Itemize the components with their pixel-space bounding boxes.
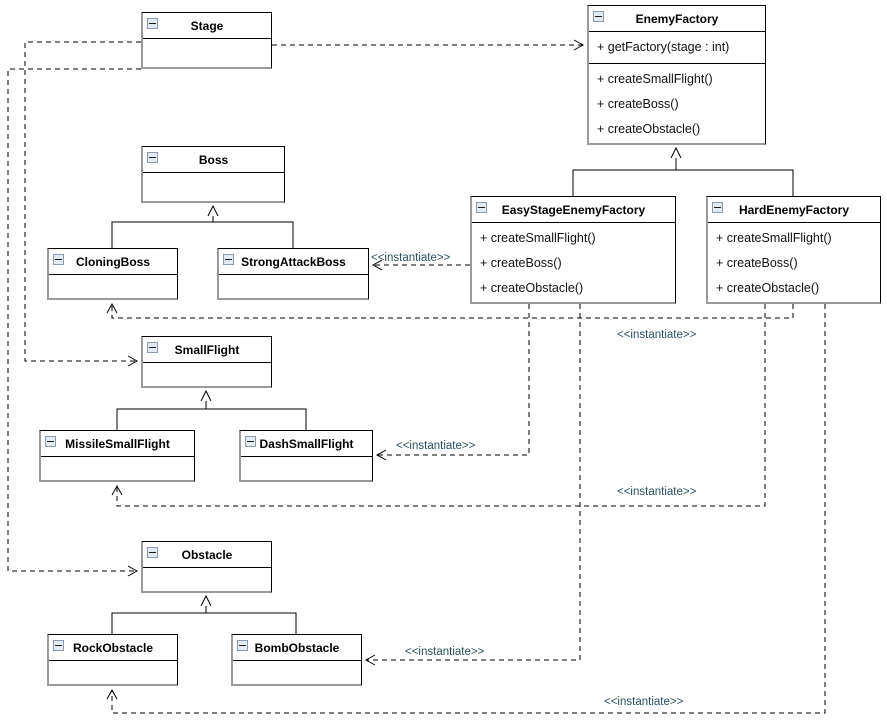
generalization-missilesmallflight-smallflight: [116, 408, 206, 430]
class-header-missilesmallflight: MissileSmallFlight: [41, 431, 194, 457]
class-compartment-operations-static: + getFactory(stage : int): [589, 32, 765, 63]
class-box-missilesmallflight[interactable]: MissileSmallFlight: [39, 430, 195, 482]
generalization-dashsmallflight-smallflight: [206, 408, 307, 430]
collapse-minus-icon[interactable]: [147, 18, 158, 29]
class-name-bombobstacle: BombObstacle: [254, 641, 340, 655]
class-box-easystageenemyfactory[interactable]: EasyStageEnemyFactory + createSmallFligh…: [470, 196, 676, 304]
edge-label-instantiate-rockobstacle: <<instantiate>>: [604, 696, 684, 708]
class-name-smallflight: SmallFlight: [174, 343, 240, 357]
class-box-dashsmallflight[interactable]: DashSmallFlight: [239, 430, 373, 482]
class-header-bombobstacle: BombObstacle: [233, 635, 361, 661]
class-compartment-empty: [233, 661, 361, 691]
collapse-minus-icon[interactable]: [53, 254, 64, 265]
class-name-rockobstacle: RockObstacle: [72, 641, 154, 655]
collapse-minus-icon[interactable]: [245, 436, 256, 447]
class-compartment-operations: + createSmallFlight() + createBoss() + c…: [472, 223, 675, 304]
class-compartment-empty: [41, 457, 194, 487]
edge-label-instantiate-strongattackboss: <<instantiate>>: [371, 252, 451, 264]
class-member: + createObstacle(): [716, 281, 820, 295]
collapse-minus-icon[interactable]: [45, 436, 56, 447]
collapse-minus-icon[interactable]: [53, 640, 64, 651]
generalization-rockobstacle-obstacle: [111, 612, 206, 634]
class-member: + createObstacle(): [480, 281, 584, 295]
edge-label-instantiate-cloningboss: <<instantiate>>: [617, 329, 697, 341]
dependency-easyfactory-bombobstacle: [364, 304, 581, 666]
class-header-hardenemyfactory: HardEnemyFactory: [708, 197, 880, 223]
collapse-minus-icon[interactable]: [237, 640, 248, 651]
edge-label-instantiate-dashsmallflight: <<instantiate>>: [396, 440, 476, 452]
class-box-rockobstacle[interactable]: RockObstacle: [47, 634, 178, 686]
class-name-obstacle: Obstacle: [181, 548, 233, 562]
collapse-minus-icon[interactable]: [712, 202, 723, 213]
class-member: + createObstacle(): [597, 122, 701, 136]
class-box-hardenemyfactory[interactable]: HardEnemyFactory + createSmallFlight() +…: [706, 196, 881, 304]
class-compartment-empty: [49, 275, 177, 305]
generalization-hardenemyfactory-enemyfactory: [676, 169, 794, 196]
class-box-cloningboss[interactable]: CloningBoss: [47, 248, 178, 300]
class-compartment-empty: [143, 363, 271, 393]
edge-label-instantiate-bombobstacle: <<instantiate>>: [405, 646, 485, 658]
collapse-minus-icon[interactable]: [476, 202, 487, 213]
class-compartment-operations: + createSmallFlight() + createBoss() + c…: [708, 223, 880, 304]
class-name-enemyfactory: EnemyFactory: [635, 12, 719, 26]
edge-label-instantiate-missilesmallflight: <<instantiate>>: [617, 486, 697, 498]
class-member: + createBoss(): [597, 97, 679, 111]
collapse-minus-icon[interactable]: [147, 152, 158, 163]
class-box-strongattackboss[interactable]: StrongAttackBoss: [217, 248, 369, 300]
class-header-stage: Stage: [143, 13, 271, 39]
collapse-minus-icon[interactable]: [147, 547, 158, 558]
class-header-cloningboss: CloningBoss: [49, 249, 177, 275]
collapse-minus-icon[interactable]: [223, 254, 234, 265]
class-compartment-empty: [143, 173, 284, 203]
class-header-easystageenemyfactory: EasyStageEnemyFactory: [472, 197, 675, 223]
class-member: + createSmallFlight(): [716, 231, 832, 245]
class-compartment-operations: + createSmallFlight() + createBoss() + c…: [589, 63, 765, 145]
class-compartment-empty: [143, 39, 271, 69]
generalization-strongattackboss-boss: [213, 221, 294, 248]
class-compartment-empty: [49, 661, 177, 691]
class-header-strongattackboss: StrongAttackBoss: [219, 249, 368, 275]
dependency-stage-smallflight: [24, 41, 141, 367]
class-member: + getFactory(stage : int): [597, 40, 730, 54]
class-box-obstacle[interactable]: Obstacle: [141, 541, 272, 593]
class-name-strongattackboss: StrongAttackBoss: [241, 255, 346, 269]
class-box-smallflight[interactable]: SmallFlight: [141, 336, 272, 388]
class-name-stage: Stage: [190, 19, 224, 33]
dependency-hardfactory-cloningboss: [106, 302, 794, 319]
class-member: + createBoss(): [480, 256, 562, 270]
generalization-easystageenemyfactory-enemyfactory: [572, 169, 676, 196]
class-member: + createSmallFlight(): [597, 72, 713, 86]
class-compartment-empty: [219, 275, 368, 305]
generalization-bombobstacle-obstacle: [206, 612, 297, 634]
dependency-easyfactory-dashsmallflight: [375, 304, 530, 461]
class-header-obstacle: Obstacle: [143, 542, 271, 568]
class-member: + createSmallFlight(): [480, 231, 596, 245]
class-name-boss: Boss: [198, 153, 229, 167]
class-header-smallflight: SmallFlight: [143, 337, 271, 363]
class-name-missilesmallflight: MissileSmallFlight: [65, 437, 170, 451]
class-compartment-empty: [143, 568, 271, 598]
class-name-cloningboss: CloningBoss: [76, 255, 150, 269]
class-header-enemyfactory: EnemyFactory: [589, 6, 765, 32]
collapse-minus-icon[interactable]: [593, 11, 604, 22]
collapse-minus-icon[interactable]: [147, 342, 158, 353]
dependency-stage-obstacle: [7, 68, 141, 577]
class-name-easystageenemyfactory: EasyStageEnemyFactory: [501, 203, 646, 217]
class-header-boss: Boss: [143, 147, 284, 173]
class-box-stage[interactable]: Stage: [141, 12, 272, 69]
class-header-rockobstacle: RockObstacle: [49, 635, 177, 661]
class-compartment-empty: [241, 457, 372, 487]
class-name-dashsmallflight: DashSmallFlight: [259, 437, 354, 451]
class-box-enemyfactory[interactable]: EnemyFactory + getFactory(stage : int) +…: [587, 5, 766, 145]
class-box-boss[interactable]: Boss: [141, 146, 285, 203]
class-name-hardenemyfactory: HardEnemyFactory: [738, 203, 850, 217]
class-member: + createBoss(): [716, 256, 798, 270]
class-header-dashsmallflight: DashSmallFlight: [241, 431, 372, 457]
class-box-bombobstacle[interactable]: BombObstacle: [231, 634, 362, 686]
generalization-cloningboss-boss: [111, 221, 213, 248]
